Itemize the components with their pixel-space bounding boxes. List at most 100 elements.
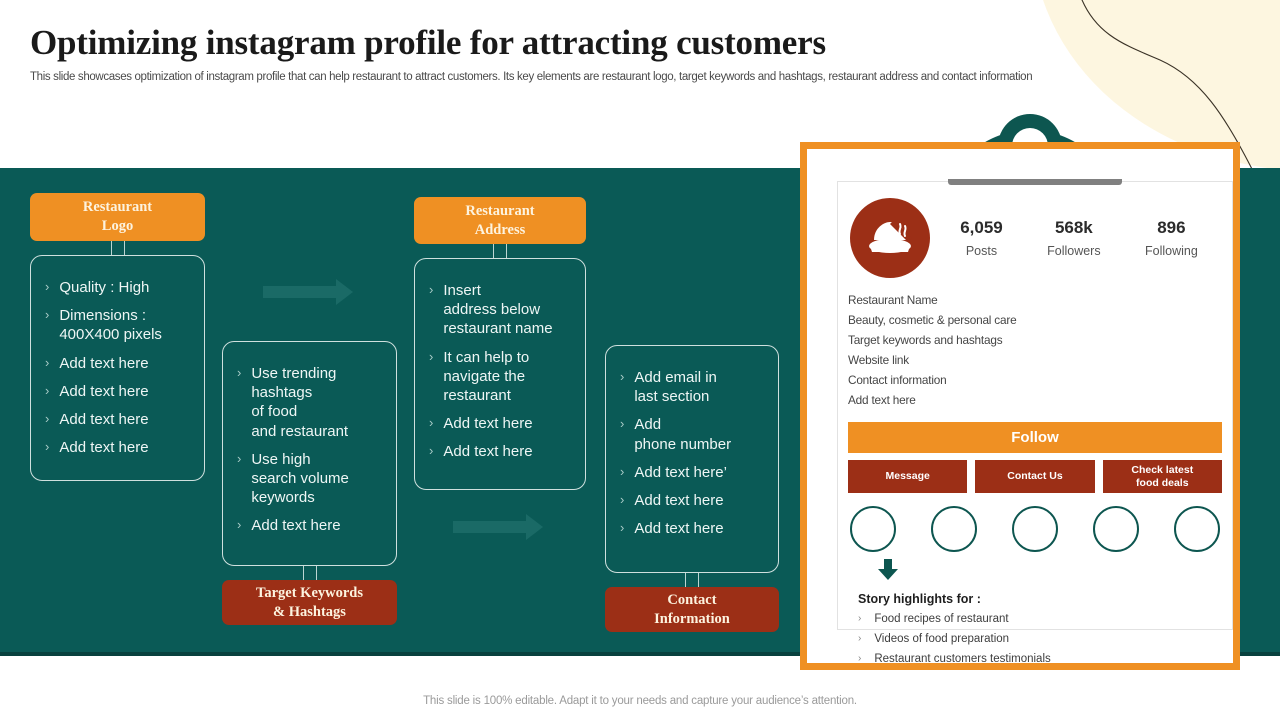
bio-line-website[interactable]: Website link: [848, 353, 909, 367]
panel-restaurant-address: ›Insert address below restaurant name ›I…: [414, 258, 586, 490]
list-item: ›Add email in last section: [620, 369, 717, 406]
story-circle[interactable]: [931, 506, 977, 552]
teal-band-underline: [0, 652, 1280, 656]
stat-following[interactable]: 896 Following: [1145, 218, 1198, 258]
story-circle[interactable]: [1093, 506, 1139, 552]
story-circle[interactable]: [1174, 506, 1220, 552]
stat-posts[interactable]: 6,059 Posts: [960, 218, 1003, 258]
avatar[interactable]: [850, 198, 930, 278]
column-cap-contact-information[interactable]: Contact Information: [605, 587, 779, 632]
list-item: ›Add text here: [45, 382, 149, 400]
chevron-right-icon: ›: [620, 520, 625, 536]
chevron-right-icon: ›: [858, 653, 862, 664]
chevron-right-icon: ›: [45, 307, 50, 323]
column-contact-information: ›Add email in last section ›Add phone nu…: [605, 345, 779, 632]
stat-value: 896: [1157, 218, 1186, 237]
bullet-list-restaurant-logo: ›Quality : High ›Dimensions : 400X400 pi…: [45, 278, 190, 457]
chevron-right-icon: ›: [429, 282, 434, 297]
stat-value: 6,059: [960, 218, 1003, 237]
list-item: ›Food recipes of restaurant: [858, 613, 1009, 625]
chevron-right-icon: ›: [429, 415, 434, 431]
page-subtitle: This slide showcases optimization of ins…: [30, 70, 1033, 83]
chevron-right-icon: ›: [45, 354, 50, 370]
column-cap-target-keywords[interactable]: Target Keywords & Hashtags: [222, 580, 397, 625]
bio-line: Add text here: [848, 393, 916, 407]
column-cap-restaurant-address[interactable]: Restaurant Address: [414, 197, 586, 244]
list-item: ›Add text here: [620, 520, 724, 538]
instagram-profile-mockup: 6,059 Posts 568k Followers 896 Following…: [800, 142, 1240, 670]
bio-line: Restaurant Name: [848, 293, 938, 307]
contact-us-button[interactable]: Contact Us: [975, 460, 1095, 493]
story-highlights-list: ›Food recipes of restaurant ›Videos of f…: [858, 613, 1232, 665]
panel-restaurant-logo: ›Quality : High ›Dimensions : 400X400 pi…: [30, 255, 205, 481]
flow-arrow-2: [453, 514, 543, 540]
chevron-right-icon: ›: [620, 369, 625, 384]
chevron-right-icon: ›: [429, 348, 434, 364]
chevron-right-icon: ›: [620, 491, 625, 507]
connector-line: [685, 573, 699, 587]
story-highlight-circles: [850, 506, 1220, 552]
bullet-list-target-keywords: ›Use trending hashtags of food and resta…: [237, 364, 382, 536]
phone-screen: 6,059 Posts 568k Followers 896 Following…: [837, 179, 1233, 665]
list-item: ›Add phone number: [620, 416, 732, 453]
column-target-keywords: ›Use trending hashtags of food and resta…: [222, 341, 397, 625]
list-item: ›It can help to navigate the restaurant: [429, 348, 530, 404]
list-item: ›Use high search volume keywords: [237, 450, 349, 507]
list-item: ›Use trending hashtags of food and resta…: [237, 365, 349, 440]
list-item: ›Add text here: [429, 415, 533, 433]
chevron-right-icon: ›: [237, 365, 242, 380]
chevron-right-icon: ›: [237, 450, 242, 466]
chevron-right-icon: ›: [45, 410, 50, 426]
chevron-right-icon: ›: [237, 517, 242, 533]
chevron-right-icon: ›: [45, 382, 50, 398]
chevron-right-icon: ›: [858, 633, 862, 644]
bio-line: Contact information: [848, 373, 947, 387]
food-cloche-icon: [869, 220, 912, 253]
stat-value: 568k: [1054, 218, 1093, 237]
list-item: ›Add text here: [429, 443, 533, 461]
panel-contact-information: ›Add email in last section ›Add phone nu…: [605, 345, 779, 573]
chevron-right-icon: ›: [620, 463, 625, 479]
bio-line: Beauty, cosmetic & personal care: [848, 313, 1017, 327]
footer-note: This slide is 100% editable. Adapt it to…: [423, 695, 857, 707]
story-circle[interactable]: [850, 506, 896, 552]
column-cap-restaurant-logo[interactable]: Restaurant Logo: [30, 193, 205, 241]
list-item: ›Add text here: [620, 491, 724, 509]
stat-label: Posts: [965, 244, 998, 258]
list-item: ›Add text here: [45, 354, 149, 372]
message-button[interactable]: Message: [848, 460, 968, 493]
chevron-right-icon: ›: [620, 416, 625, 432]
profile-bio: Restaurant Name Beauty, cosmetic & perso…: [838, 278, 1232, 410]
chevron-right-icon: ›: [429, 443, 434, 459]
stat-label: Following: [1144, 244, 1198, 258]
flow-arrow-1: [263, 279, 353, 305]
list-item: ›Quality : High: [45, 279, 150, 296]
column-restaurant-logo: Restaurant Logo ›Quality : High ›Dimensi…: [30, 193, 205, 481]
profile-action-buttons: Message Contact Us Check latest food dea…: [848, 460, 1222, 493]
header: Optimizing instagram profile for attract…: [30, 23, 1210, 83]
profile-stats: 6,059 Posts 568k Followers 896 Following: [930, 218, 1220, 258]
panel-target-keywords: ›Use trending hashtags of food and resta…: [222, 341, 397, 566]
down-arrow-icon: [878, 559, 898, 580]
chevron-right-icon: ›: [45, 279, 50, 294]
profile-header-row: 6,059 Posts 568k Followers 896 Following: [838, 182, 1232, 278]
list-item: ›Add text here’: [620, 463, 727, 481]
connector-line: [493, 244, 507, 258]
list-item: ›Videos of food preparation: [858, 633, 1010, 645]
chevron-right-icon: ›: [858, 613, 862, 624]
list-item: ›Dimensions : 400X400 pixels: [45, 307, 162, 344]
list-item: ›Add text here: [237, 517, 341, 535]
stat-followers[interactable]: 568k Followers: [1047, 218, 1101, 258]
list-item: ›Restaurant customers testimonials: [858, 653, 1051, 665]
check-latest-food-deals-button[interactable]: Check latest food deals: [1102, 460, 1222, 493]
phone-notch: [948, 179, 1122, 185]
follow-button[interactable]: Follow: [848, 422, 1222, 453]
story-highlights-title: Story highlights for :: [858, 592, 981, 606]
story-circle[interactable]: [1012, 506, 1058, 552]
list-item: ›Insert address below restaurant name: [429, 282, 553, 338]
chevron-right-icon: ›: [45, 439, 50, 455]
decorative-curve-line: [1081, 0, 1256, 175]
connector-line: [110, 241, 125, 255]
bullet-list-restaurant-address: ›Insert address below restaurant name ›I…: [429, 281, 571, 462]
